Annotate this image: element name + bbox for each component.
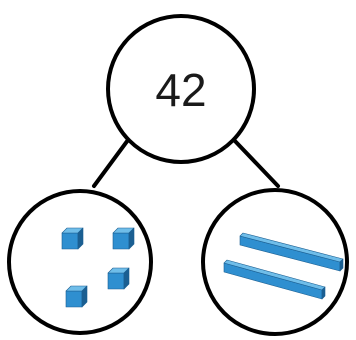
unit-cube-icon [65, 285, 88, 308]
left-connector-line [92, 138, 130, 188]
unit-cube-icon [107, 267, 130, 290]
unit-cube-icon [112, 227, 135, 250]
whole-number: 42 [155, 64, 206, 116]
right-connector-line [232, 138, 280, 188]
unit-cube-icon [61, 227, 84, 250]
ten-rod-icon [223, 259, 326, 300]
ones-part-circle [7, 189, 153, 335]
ones-blocks [61, 227, 135, 308]
ten-rod-icon [239, 232, 344, 272]
tens-part-circle [201, 188, 349, 336]
tens-rods [223, 232, 344, 300]
whole-circle: 42 [106, 14, 256, 164]
